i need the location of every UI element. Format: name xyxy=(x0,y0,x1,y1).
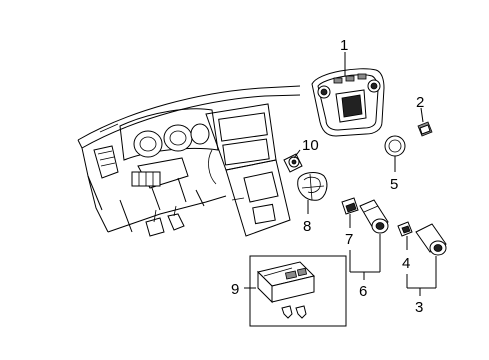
callout-5: 5 xyxy=(390,176,398,193)
callout-2: 2 xyxy=(416,94,424,111)
callout-1: 1 xyxy=(340,37,348,54)
callout-9: 9 xyxy=(231,281,239,298)
part-9-switch-module xyxy=(257,261,315,319)
part-1-console-panel xyxy=(311,68,385,137)
callout-7: 7 xyxy=(345,231,353,248)
callout-6: 6 xyxy=(359,283,367,300)
part-4-socket xyxy=(397,221,413,237)
part-7-socket xyxy=(341,197,359,215)
part-3-power-outlet xyxy=(415,223,447,256)
leader-line-2 xyxy=(420,107,424,123)
callout-4: 4 xyxy=(402,255,410,272)
part-10-switch xyxy=(283,153,303,173)
part-2-knob xyxy=(417,121,433,137)
part-6-lighter-socket xyxy=(359,199,389,234)
part-8-bracket xyxy=(297,172,328,201)
callout-10: 10 xyxy=(302,137,319,154)
leader-line-10 xyxy=(293,149,301,159)
part-5-ring xyxy=(384,135,406,157)
callout-3: 3 xyxy=(415,299,423,316)
callout-8: 8 xyxy=(303,218,311,235)
part-9-frame xyxy=(249,255,347,327)
dashboard-illustration xyxy=(77,85,301,237)
